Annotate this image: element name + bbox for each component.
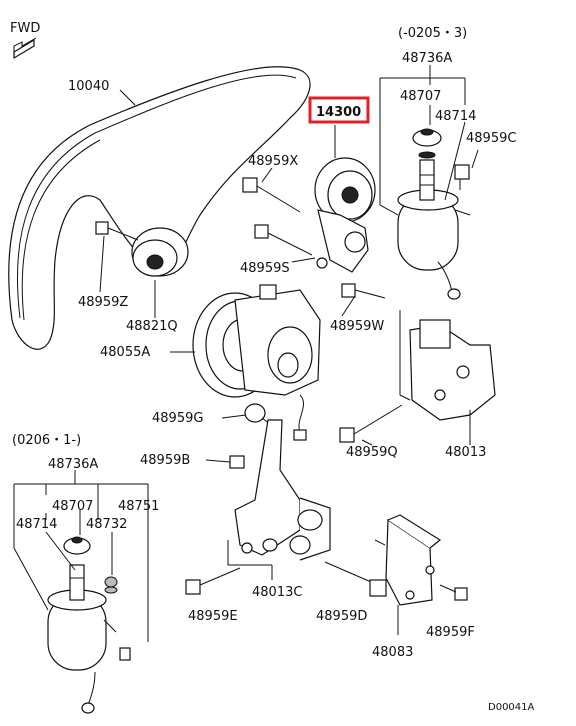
range-label-bottom: (0206・1-) <box>12 433 81 448</box>
reservoir-top <box>397 128 471 300</box>
label-48714-bottom: 48714 <box>16 517 57 532</box>
bolt-48959z <box>95 221 139 241</box>
bolt-48959q <box>339 404 403 443</box>
bolt-48959d <box>324 561 387 597</box>
label-48013c: 48013C <box>252 585 302 600</box>
label-48732: 48732 <box>86 517 127 532</box>
label-48013: 48013 <box>445 445 486 460</box>
fwd-label: FWD <box>10 21 40 36</box>
label-48055a: 48055A <box>100 345 150 360</box>
idler-pulley <box>131 227 189 277</box>
label-48083: 48083 <box>372 645 413 660</box>
label-14300: 14300 <box>316 105 361 120</box>
range-label-top: (-0205・3) <box>398 26 467 41</box>
bottom-reservoir-leaders <box>13 470 149 642</box>
bolt-48959f <box>439 584 468 601</box>
label-48959x: 48959X <box>248 154 298 169</box>
bracket-48013 <box>399 310 496 445</box>
label-48959w: 48959W <box>330 319 384 334</box>
drive-belt <box>8 66 311 350</box>
bolt-48959b <box>229 455 245 469</box>
bracket-48013c <box>227 419 386 580</box>
label-48707-top: 48707 <box>400 89 441 104</box>
bolt-48959e <box>185 567 241 595</box>
label-48821q: 48821Q <box>126 319 178 334</box>
label-48736a-top: 48736A <box>402 51 452 66</box>
label-48707-bottom: 48707 <box>52 499 93 514</box>
label-48751: 48751 <box>118 499 159 514</box>
bolt-48959w <box>341 283 386 299</box>
label-48959z: 48959Z <box>78 295 128 310</box>
label-48959g: 48959G <box>152 411 203 426</box>
tensioner-assembly <box>314 157 376 273</box>
power-steering-pump <box>192 284 321 441</box>
label-48959c: 48959C <box>466 131 516 146</box>
label-48736a-bottom: 48736A <box>48 457 98 472</box>
bolt-48959s <box>254 224 313 256</box>
label-48714-top: 48714 <box>435 109 476 124</box>
label-48959d: 48959D <box>316 609 367 624</box>
label-48959q: 48959Q <box>346 445 398 460</box>
reservoir-bottom <box>47 536 131 714</box>
label-48959e: 48959E <box>188 609 238 624</box>
label-leaders <box>99 89 373 463</box>
label-48959b: 48959B <box>140 453 190 468</box>
highlight-box <box>308 96 370 124</box>
top-reservoir-leaders <box>379 65 479 216</box>
bolt-48959x <box>242 177 301 213</box>
label-10040: 10040 <box>68 79 109 94</box>
clamp-48959c <box>454 164 470 190</box>
bracket-48083 <box>385 514 442 635</box>
label-48959f: 48959F <box>426 625 475 640</box>
fwd-arrow-icon <box>13 37 37 60</box>
figure-code: D00041A <box>488 702 535 713</box>
label-48959s: 48959S <box>240 261 290 276</box>
